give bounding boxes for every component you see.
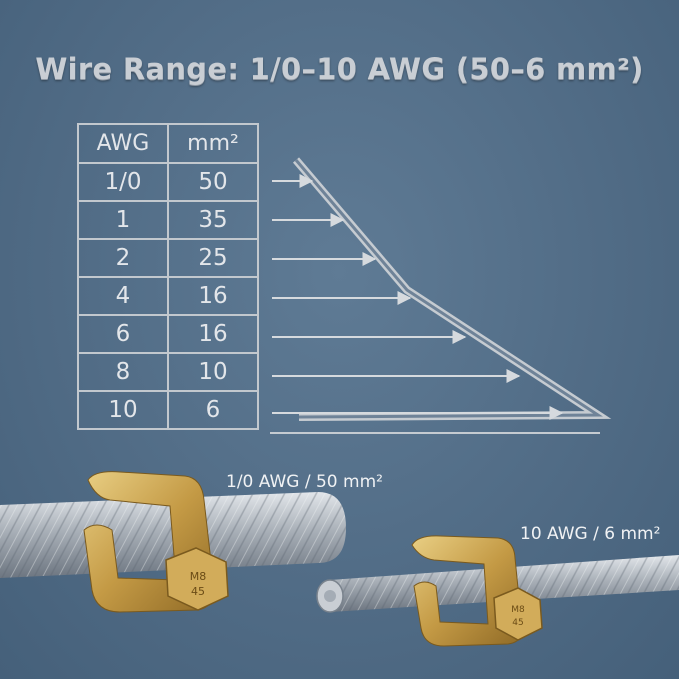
large-cable-image: M8 45 xyxy=(0,471,346,613)
small-bolt-marking: M8 xyxy=(511,605,525,615)
awg-cell: 2 xyxy=(77,238,169,278)
mm2-cell: 10 xyxy=(167,352,259,392)
awg-cell: 4 xyxy=(77,276,169,316)
table-header-mm2: mm² xyxy=(167,123,259,164)
awg-cell: 10 xyxy=(77,390,169,430)
bolt-marking-m8: M8 xyxy=(190,570,207,583)
bolt-marking-45: 45 xyxy=(191,585,205,598)
mm2-cell: 16 xyxy=(167,314,259,354)
row-arrows xyxy=(272,174,564,420)
mm2-cell: 35 xyxy=(167,200,259,240)
awg-cell: 1/0 xyxy=(77,162,169,202)
awg-cell: 8 xyxy=(77,352,169,392)
mm2-cell: 50 xyxy=(167,162,259,202)
awg-cell: 6 xyxy=(77,314,169,354)
small-bolt-marking-2: 45 xyxy=(512,618,523,628)
table-header-row: AWG mm² xyxy=(77,123,259,164)
table-header-awg: AWG xyxy=(77,123,169,164)
caption-small-cable: 10 AWG / 6 mm² xyxy=(520,524,661,544)
page-title: Wire Range: 1/0–10 AWG (50–6 mm²) xyxy=(35,52,644,86)
awg-cell: 1 xyxy=(77,200,169,240)
mm2-cell: 16 xyxy=(167,276,259,316)
mm2-cell: 25 xyxy=(167,238,259,278)
small-cable-image: M8 45 xyxy=(316,535,679,647)
mm2-cell: 6 xyxy=(167,390,259,430)
caption-large-cable: 1/0 AWG / 50 mm² xyxy=(226,472,383,492)
range-indicator xyxy=(270,157,612,434)
